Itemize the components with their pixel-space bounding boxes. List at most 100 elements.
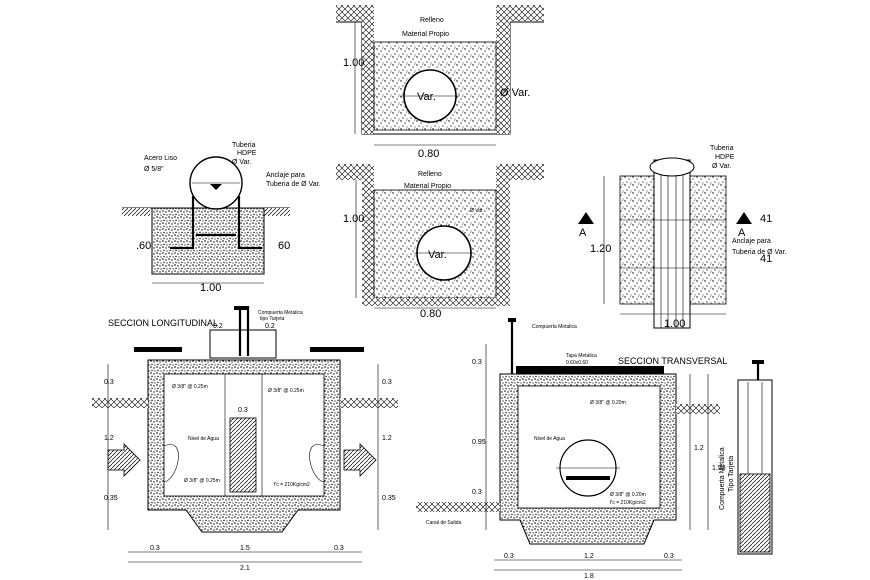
dim-top: 41 bbox=[760, 213, 772, 225]
dim-left-a: 0.3 bbox=[472, 359, 482, 366]
material-label: Material Propio bbox=[402, 31, 449, 38]
dim-03: 0.3 bbox=[238, 407, 248, 414]
pipe-dim-label: Ø Var. bbox=[470, 208, 484, 214]
ground-hatch-left bbox=[336, 164, 366, 180]
ground-hatch-right bbox=[262, 208, 290, 216]
hdpe-label: HDPE bbox=[237, 150, 257, 157]
gate-leaf bbox=[739, 473, 771, 553]
dim-02a: 0.2 bbox=[213, 323, 223, 330]
fc-label: f'c = 210Kg/cm2 bbox=[274, 482, 310, 488]
gate-panel bbox=[229, 417, 257, 493]
canal-salida bbox=[416, 502, 500, 512]
dim-right-c: 0.35 bbox=[382, 495, 396, 502]
rebar-3: Ø 3/8" @ 0.25m bbox=[184, 478, 220, 484]
top-lid bbox=[516, 366, 664, 374]
anchor-block bbox=[151, 207, 265, 275]
trench-wall-right bbox=[496, 5, 510, 134]
dim-bottom-l: 0.3 bbox=[504, 553, 514, 560]
dim-bottom-r: 0.3 bbox=[664, 553, 674, 560]
dim-width: 1.00 bbox=[664, 318, 685, 330]
anclaje-label: Anclaje para bbox=[266, 172, 305, 179]
gate-detail: Compuerta Metalica Tipo Tarjeta bbox=[719, 360, 773, 555]
ground-hatch-left bbox=[122, 208, 150, 216]
rebar-2: Ø 3/8" @ 0.25m bbox=[268, 388, 304, 394]
dim-width: 0.80 bbox=[418, 148, 439, 160]
anclaje-label-2: Tuberia de Ø Var. bbox=[732, 249, 787, 256]
longitudinal-section: SECCION LONGITUDINAL Compuerta Metalica … bbox=[92, 306, 398, 572]
rebar-1: Ø 3/8" @ 0.25m bbox=[172, 384, 208, 390]
cover-bar-left bbox=[134, 347, 182, 352]
dim-bottom-m: 1.2 bbox=[584, 553, 594, 560]
tuberia-label: Tuberia bbox=[232, 142, 256, 149]
relleno-label: Relleno bbox=[418, 171, 442, 178]
dim-right-c: 1.53 bbox=[712, 465, 726, 472]
tapa-label: Tapa Metalica bbox=[566, 353, 597, 359]
dim-right-a: 0.3 bbox=[382, 379, 392, 386]
trench-wall-left bbox=[362, 164, 374, 298]
compuerta-label: Compuerta Metalica bbox=[532, 324, 577, 330]
relleno-label: Relleno bbox=[420, 17, 444, 24]
fc-label: f'c = 210Kg/cm2 bbox=[610, 500, 646, 506]
dim-left: .60 bbox=[136, 240, 151, 252]
anclaje-label: Anclaje para bbox=[732, 238, 771, 245]
anclaje-label-2: Tuberia de Ø Var. bbox=[266, 181, 321, 188]
tuberia-label: Tuberia bbox=[710, 145, 734, 152]
material-label: Material Propio bbox=[404, 183, 451, 190]
trench-wall-right bbox=[496, 164, 510, 298]
hdpe-label: HDPE bbox=[715, 154, 735, 161]
dim-bottom-l: 0.3 bbox=[150, 545, 160, 552]
gate-label-1: Compuerta Metalica bbox=[719, 447, 726, 510]
dim-height: 1.00 bbox=[343, 213, 364, 225]
dim-right-b: 1.2 bbox=[382, 435, 392, 442]
mid-trench-detail: Var. Relleno Material Propio Ø Var. 1.00… bbox=[336, 164, 544, 320]
left-anchor-detail: Tuberia HDPE Ø Var. Acero Liso Ø 5/8" An… bbox=[122, 142, 321, 294]
ground-right bbox=[676, 404, 720, 414]
trench-wall-left bbox=[362, 5, 374, 134]
section-arrow-right bbox=[736, 212, 752, 224]
pipe-body bbox=[653, 159, 691, 329]
dim-height: 1.20 bbox=[590, 243, 611, 255]
acero-dia-label: Ø 5/8" bbox=[144, 166, 164, 173]
dim-bottom-m: 1.5 bbox=[240, 545, 250, 552]
dia-label: Ø Var. bbox=[232, 159, 251, 166]
section-arrow-left bbox=[578, 212, 594, 224]
ground-hatch-left bbox=[336, 5, 366, 21]
compuerta-label-2: tipo Tarjeta bbox=[260, 316, 285, 322]
section-mark-right: A bbox=[738, 227, 746, 239]
ground-right bbox=[340, 398, 398, 408]
dim-left-b: 1.2 bbox=[104, 435, 114, 442]
dim-left-c: 0.35 bbox=[104, 495, 118, 502]
trench-base bbox=[362, 298, 510, 306]
compuerta-label: Compuerta Metalica bbox=[258, 310, 303, 316]
gate-label-2: Tipo Tarjeta bbox=[728, 456, 735, 492]
dim-left-c: 0.3 bbox=[472, 489, 482, 496]
pipe-var-label: Var. bbox=[417, 91, 436, 103]
dim-width: 1.00 bbox=[200, 282, 221, 294]
nivel-label: Nivel de Agua bbox=[534, 436, 565, 442]
top-trench-detail: Var. Ø Var. Relleno Material Propio 1.00… bbox=[336, 5, 544, 160]
ground-left bbox=[92, 398, 148, 408]
pipe-dim-label: Ø Var. bbox=[500, 87, 530, 99]
dim-bottom-total: 1.8 bbox=[584, 573, 594, 580]
dim-left-b: 0.95 bbox=[472, 439, 486, 446]
section-mark-left: A bbox=[579, 227, 587, 239]
flow-arrow-in bbox=[107, 443, 141, 477]
rebar-1: Ø 3/8" @ 0.20m bbox=[590, 400, 626, 406]
pipe-var-label: Var. bbox=[428, 249, 447, 261]
long-title: SECCION LONGITUDINAL bbox=[108, 318, 218, 328]
tapa-label-2: 0.60x0.60 bbox=[566, 360, 588, 366]
dim-width: 0.80 bbox=[420, 308, 441, 320]
dim-bottom-r: 0.3 bbox=[334, 545, 344, 552]
dim-bottom: 41 bbox=[760, 253, 772, 265]
dia-label: Ø Var. bbox=[712, 163, 731, 170]
transversal-section: SECCION TRANSVERSAL Compuerta Metalica T… bbox=[416, 318, 727, 580]
ground-hatch-right bbox=[510, 164, 544, 180]
cover-bar-right bbox=[310, 347, 364, 352]
pipe-top bbox=[649, 157, 695, 177]
rebar-2: Ø 3/8" @ 0.20m bbox=[610, 492, 646, 498]
dim-right: 60 bbox=[278, 240, 290, 252]
trans-title: SECCION TRANSVERSAL bbox=[618, 356, 727, 366]
flow-arrow-out bbox=[343, 443, 377, 477]
ground-hatch-right bbox=[510, 5, 544, 21]
canal-label: Canal de Salida bbox=[426, 520, 462, 526]
